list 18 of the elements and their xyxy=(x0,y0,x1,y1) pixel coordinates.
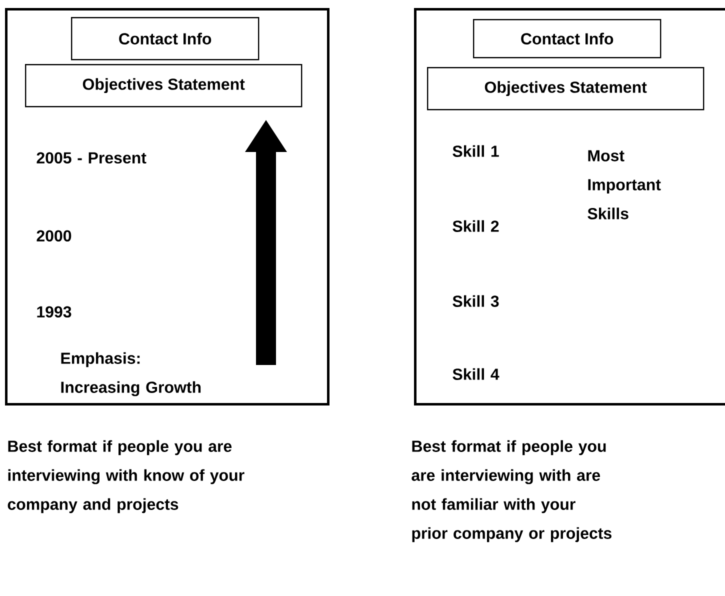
text-box: Objectives Statement xyxy=(25,64,302,108)
label-text: 1993 xyxy=(37,306,72,318)
label-text: Increasing Growth xyxy=(61,381,201,396)
text-box: Contact Info xyxy=(473,19,662,58)
text-box: Objectives Statement xyxy=(427,67,704,110)
resume-page xyxy=(5,8,330,406)
label-text: 2005 - Present xyxy=(36,152,146,164)
caption: Best format if people you are interviewing with know of your company and projects xyxy=(8,440,244,514)
label-text: Emphasis: xyxy=(61,352,140,368)
label-text: Most Important Skills xyxy=(588,150,661,220)
label-text: Skill 4 xyxy=(452,368,500,380)
text-box: Contact Info xyxy=(71,17,260,60)
label-text: Skill 3 xyxy=(452,295,499,307)
label-text: 2000 xyxy=(36,230,72,242)
label-text: Skill 2 xyxy=(452,220,499,232)
resume-page xyxy=(414,8,725,406)
caption: Best format if people you are interviewing with are not familiar with your prior company or projects xyxy=(412,440,612,542)
label-text: Skill 1 xyxy=(452,145,499,157)
